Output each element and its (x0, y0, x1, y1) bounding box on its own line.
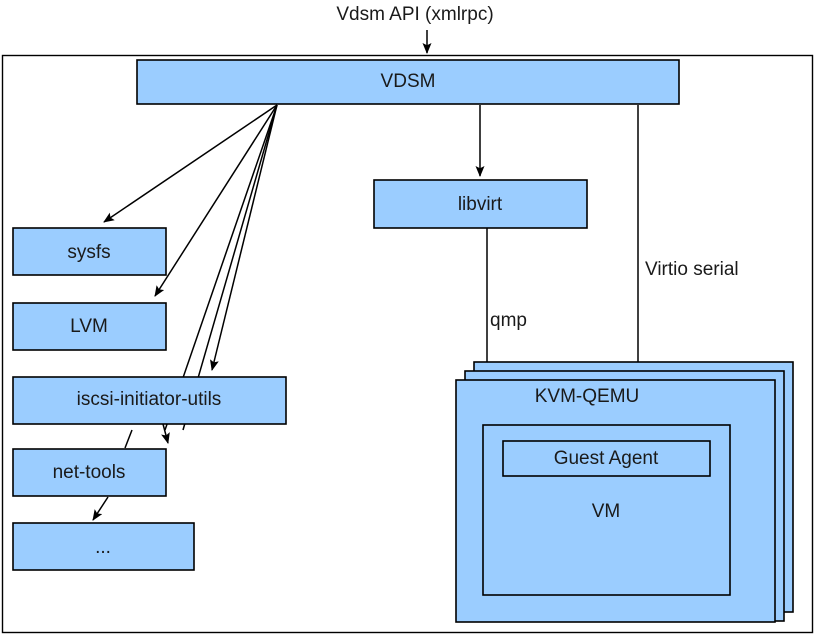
node-vm-label: VM (592, 501, 621, 522)
edge-vdsm-to-iscsi (210, 104, 278, 371)
node-vdsm[interactable] (136, 59, 680, 105)
node-net-tools[interactable] (12, 448, 167, 497)
edge-vdsm-to-nettools-a (164, 104, 278, 431)
node-iscsi-initiator-utils[interactable] (12, 376, 287, 425)
node-libvirt-label: libvirt (458, 194, 503, 215)
edge-label-virtio-serial: Virtio serial (645, 259, 739, 280)
host-boundary-frame (1, 54, 814, 634)
edge-vdsm-to-lvm (154, 104, 278, 297)
edge-iscsi-pass-a (124, 429, 133, 449)
edge-nettools-to-ellipsis (92, 496, 109, 521)
node-sysfs[interactable] (12, 227, 167, 276)
node-vm[interactable] (482, 424, 731, 596)
edge-label-qmp: qmp (490, 310, 527, 331)
node-kvm-qemu-label: KVM-QEMU (535, 386, 640, 407)
node-vdsm-label: VDSM (381, 71, 436, 92)
node-kvm-qemu[interactable] (455, 379, 776, 623)
node-guest-agent[interactable] (502, 440, 711, 477)
node-libvirt[interactable] (373, 179, 588, 229)
edge-iscsi-pass-b (161, 423, 170, 444)
node-net-tools-label: net-tools (53, 462, 126, 483)
node-lvm[interactable] (12, 302, 167, 351)
node-lvm-label: LVM (70, 316, 108, 337)
node-ellipsis-label: ... (95, 537, 111, 558)
node-iscsi-label: iscsi-initiator-utils (77, 389, 222, 410)
node-ellipsis[interactable] (12, 522, 195, 571)
node-sysfs-label: sysfs (67, 242, 110, 263)
node-guest-agent-label: Guest Agent (554, 448, 659, 469)
edge-vdsm-to-nettools-b (182, 104, 278, 431)
edge-vdsm-to-sysfs (103, 104, 278, 223)
api-label: Vdsm API (xmlrpc) (336, 4, 493, 25)
